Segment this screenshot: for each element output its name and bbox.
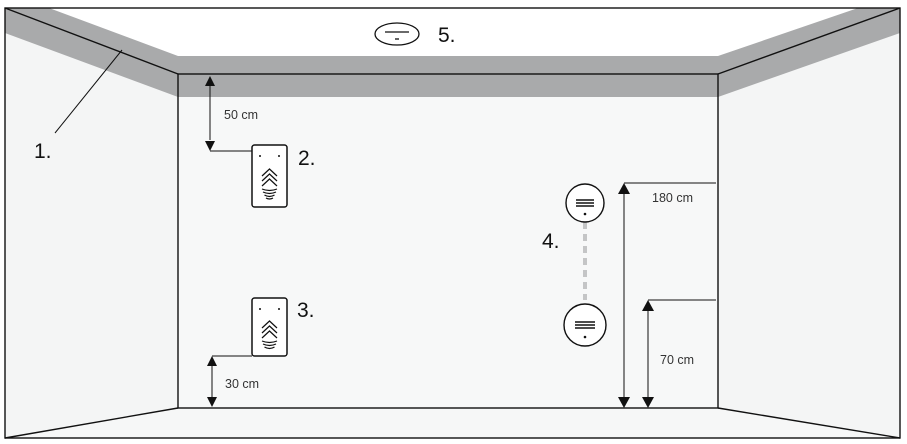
wall-motion-detector-lower-icon <box>251 297 288 357</box>
floor <box>5 408 900 438</box>
wall-motion-detector-upper-icon <box>251 144 288 208</box>
label-sensor-pair: 4. <box>542 230 560 253</box>
round-sensor-lower-icon <box>563 303 607 347</box>
label-ceiling-strip: 1. <box>34 140 52 163</box>
room-outline <box>4 7 901 439</box>
label-detector-lower: 3. <box>297 299 315 322</box>
back-wall <box>178 74 718 408</box>
ceiling-smoke-detector-icon <box>374 22 420 46</box>
measure-bottom-gap <box>207 355 252 407</box>
measure-upper-height-label: 180 cm <box>652 191 693 205</box>
ceiling-strip-back <box>178 56 718 97</box>
measure-lower-height <box>642 299 716 408</box>
measure-lower-height-label: 70 cm <box>660 353 694 367</box>
measure-bottom-gap-label: 30 cm <box>225 377 259 391</box>
ceiling-strip-left <box>5 8 178 97</box>
ceiling-strip-leader <box>54 49 123 134</box>
label-ceiling-detector: 5. <box>438 24 456 47</box>
measure-top-gap-label: 50 cm <box>224 108 258 122</box>
measure-top-gap <box>205 76 252 152</box>
right-wall <box>718 8 900 438</box>
left-wall <box>5 8 178 438</box>
round-sensor-upper-icon <box>565 183 605 223</box>
measure-upper-height <box>618 182 716 408</box>
label-detector-upper: 2. <box>298 147 316 170</box>
ceiling-strip-right <box>718 8 900 97</box>
